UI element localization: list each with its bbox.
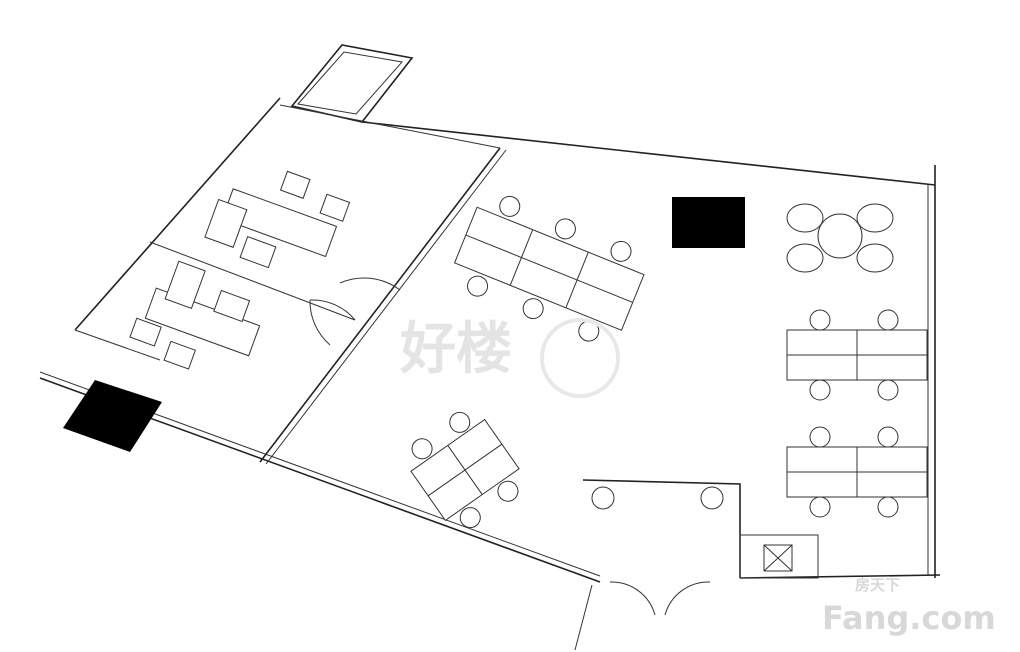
column-block <box>672 197 745 248</box>
office-desk <box>129 260 261 370</box>
core <box>574 479 819 651</box>
column-block <box>63 380 162 452</box>
office-desk <box>204 170 351 269</box>
desk-cluster <box>410 411 520 529</box>
desk-cluster <box>786 309 928 518</box>
watermark-circle <box>540 318 620 398</box>
round-table <box>786 203 894 273</box>
desk-cluster <box>453 195 645 342</box>
